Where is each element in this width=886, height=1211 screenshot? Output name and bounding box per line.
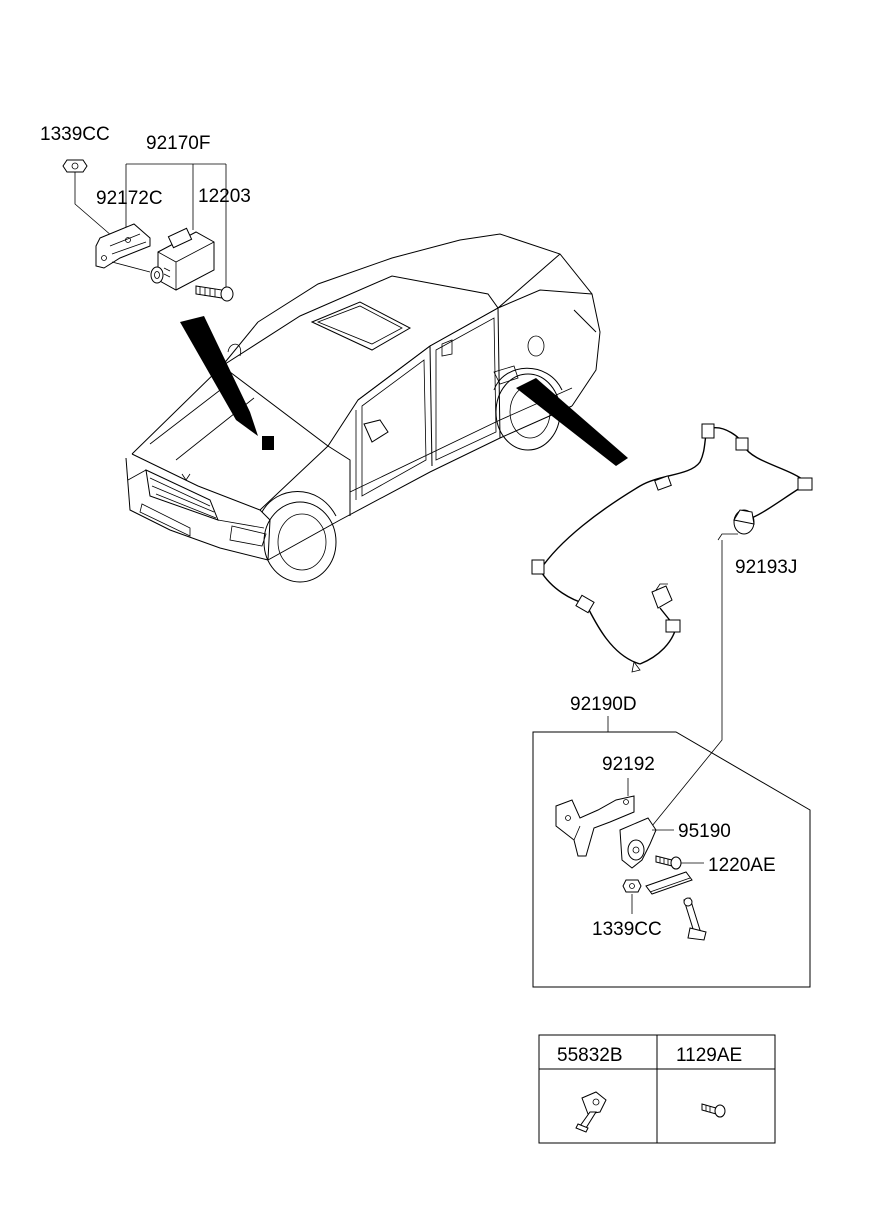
label-bolt-top: 12203 (198, 186, 251, 207)
sensor-detail-group: 92192 95190 1220AE 1339CC (555, 754, 776, 941)
label-sensor-assy: 92190D (570, 694, 637, 715)
wire-harness (531, 423, 813, 673)
control-module (157, 227, 215, 291)
harness-clip (531, 559, 545, 575)
label-sensor-bracket: 92192 (602, 754, 655, 775)
legend-part-1129AE (701, 1103, 726, 1118)
connector-lower (651, 583, 673, 609)
label-harness-ext: 92193J (735, 557, 797, 578)
label-sensor: 95190 (678, 821, 731, 842)
harness-clip (797, 477, 813, 491)
connector-ext (733, 509, 755, 535)
arrow-to-engine-bay (180, 316, 258, 436)
harness-clip (735, 437, 749, 451)
bolt-sensor (655, 855, 682, 870)
label-bracket: 92172C (96, 188, 163, 209)
legend-part-55832B (575, 1091, 607, 1133)
harness-clip (575, 594, 595, 614)
leader-unit-assy (125, 163, 227, 288)
sensor-assy-frame (532, 731, 811, 988)
harness-clip (654, 475, 672, 491)
label-nut-sensor: 1339CC (592, 919, 662, 940)
bolt-top (195, 285, 234, 302)
label-bolt-sensor: 1220AE (708, 855, 776, 876)
legend-col2-label: 1129AE (676, 1045, 742, 1066)
grommet (111, 261, 164, 284)
legend-table: 55832B 1129AE (538, 1034, 776, 1144)
hex-nut-top (62, 159, 88, 173)
level-sensor (619, 817, 657, 869)
harness-clip (665, 619, 681, 633)
leader-harness-ext (651, 533, 738, 827)
label-nut-top: 1339CC (40, 124, 110, 145)
harness-clip (701, 423, 715, 439)
leader-nut-top (74, 172, 113, 237)
sensor-bracket (555, 795, 635, 857)
arrow-to-rear-sensor (516, 378, 628, 466)
hex-nut-sensor (622, 879, 642, 893)
control-unit-group: 1339CC 92170F 92172C 12203 (40, 124, 251, 302)
install-location-front (262, 436, 274, 450)
linkage-arm (645, 871, 707, 941)
label-unit-assy: 92170F (146, 133, 210, 154)
legend-col1-label: 55832B (557, 1045, 623, 1066)
mounting-bracket (95, 223, 151, 269)
front-wheel (263, 501, 337, 583)
